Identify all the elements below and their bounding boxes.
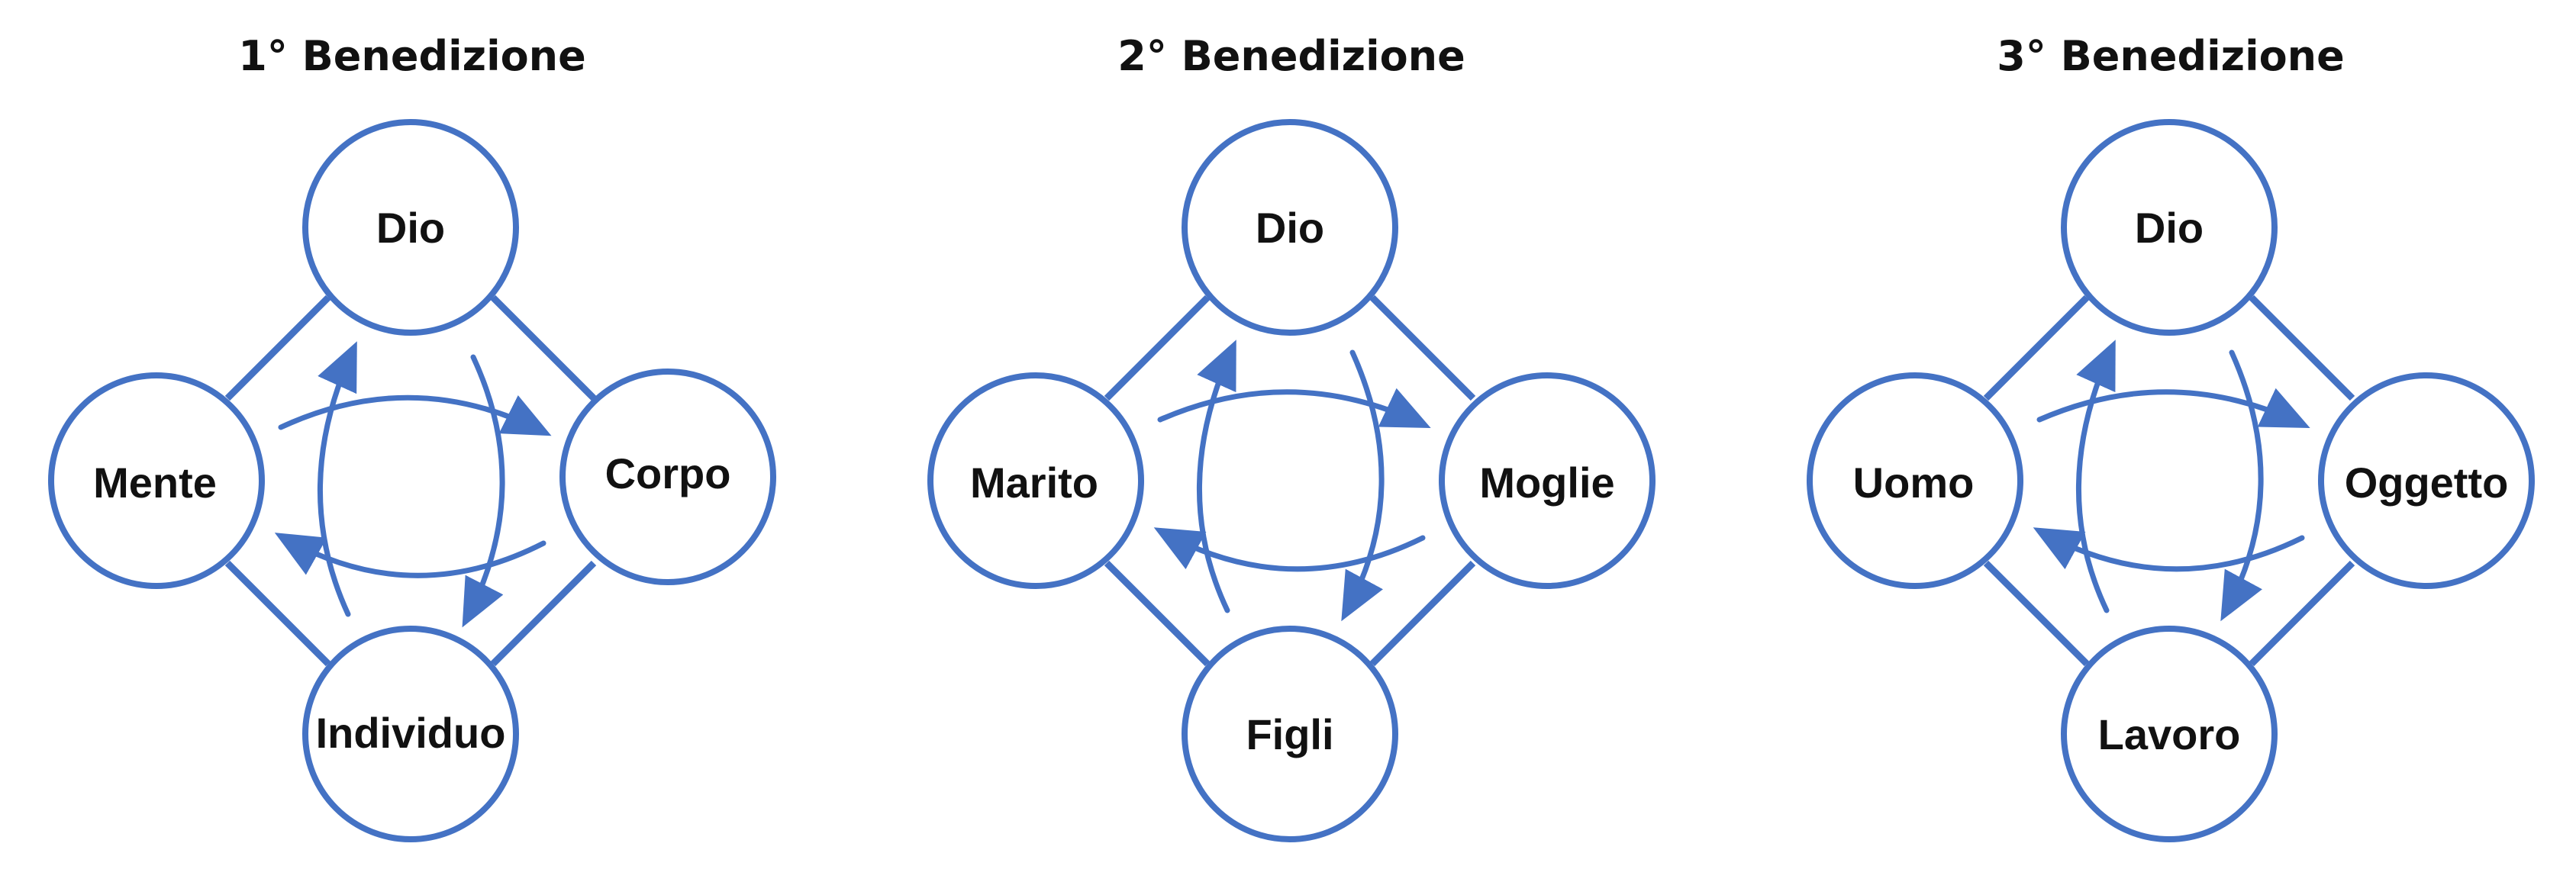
arrow-top-to-bottom: [462, 354, 505, 628]
connector-bottom-right: [490, 560, 597, 667]
node-top-circle: [2061, 119, 2278, 336]
connector-bottom-right: [2249, 560, 2355, 667]
arrow-bottom-to-top: [2076, 340, 2116, 613]
node-left-label: Marito: [970, 459, 1098, 507]
arrow-bottom-to-top: [1197, 340, 1236, 613]
node-bottom-circle: [302, 626, 519, 842]
node-bottom-label: Lavoro: [2098, 710, 2241, 758]
node-top-circle: [1182, 119, 1398, 336]
arrow-top-to-bottom: [1341, 349, 1385, 622]
panel-3: 3° Benedizione Dio Uomo Oggetto Lavoro: [1807, 32, 2535, 842]
node-left-label: Uomo: [1853, 459, 1975, 507]
panel-2: 2° Benedizione Dio Marito Moglie Figli: [927, 32, 1656, 842]
node-right-label: Corpo: [605, 449, 731, 497]
arrow-right-to-left: [274, 533, 546, 578]
panel-title: 2° Benedizione: [1117, 32, 1465, 80]
connector-bottom-right: [1369, 560, 1476, 667]
node-top-label: Dio: [2135, 204, 2204, 252]
node-right-label: Moglie: [1479, 459, 1614, 507]
node-top-label: Dio: [376, 204, 445, 252]
connector-top-right: [1369, 295, 1476, 401]
connector-top-left: [1104, 295, 1211, 401]
node-left-circle: [48, 372, 265, 589]
arrow-right-to-left: [2033, 527, 2305, 572]
panel-title: 3° Benedizione: [1997, 32, 2345, 80]
node-left-circle: [927, 372, 1144, 589]
node-right-circle: [1439, 372, 1656, 589]
node-top-label: Dio: [1256, 204, 1324, 252]
node-left-label: Mente: [93, 459, 217, 507]
connector-top-left: [1983, 295, 2090, 401]
panel-1: 1° Benedizione Dio Mente Corpo Individuo: [48, 32, 776, 842]
node-bottom-circle: [1182, 626, 1398, 842]
arrow-top-to-bottom: [2220, 349, 2264, 622]
node-right-label: Oggetto: [2345, 459, 2509, 507]
panel-title: 1° Benedizione: [238, 32, 586, 80]
node-bottom-label: Figli: [1246, 710, 1333, 758]
connector-top-right: [490, 295, 597, 401]
arrow-left-to-right: [1157, 388, 1431, 428]
connector-top-left: [224, 295, 331, 401]
connector-bottom-left: [224, 560, 331, 667]
connector-bottom-left: [1104, 560, 1211, 667]
connector-top-right: [2249, 295, 2355, 401]
arrow-right-to-left: [1153, 527, 1426, 572]
node-bottom-label: Individuo: [316, 709, 506, 757]
node-right-circle: [559, 369, 776, 585]
node-top-circle: [302, 119, 519, 336]
node-left-circle: [1807, 372, 2023, 589]
node-bottom-circle: [2061, 626, 2278, 842]
arrow-bottom-to-top: [318, 341, 357, 617]
arrow-left-to-right: [2036, 388, 2310, 428]
node-right-circle: [2318, 372, 2535, 589]
arrow-left-to-right: [278, 394, 552, 436]
connector-bottom-left: [1983, 560, 2090, 667]
